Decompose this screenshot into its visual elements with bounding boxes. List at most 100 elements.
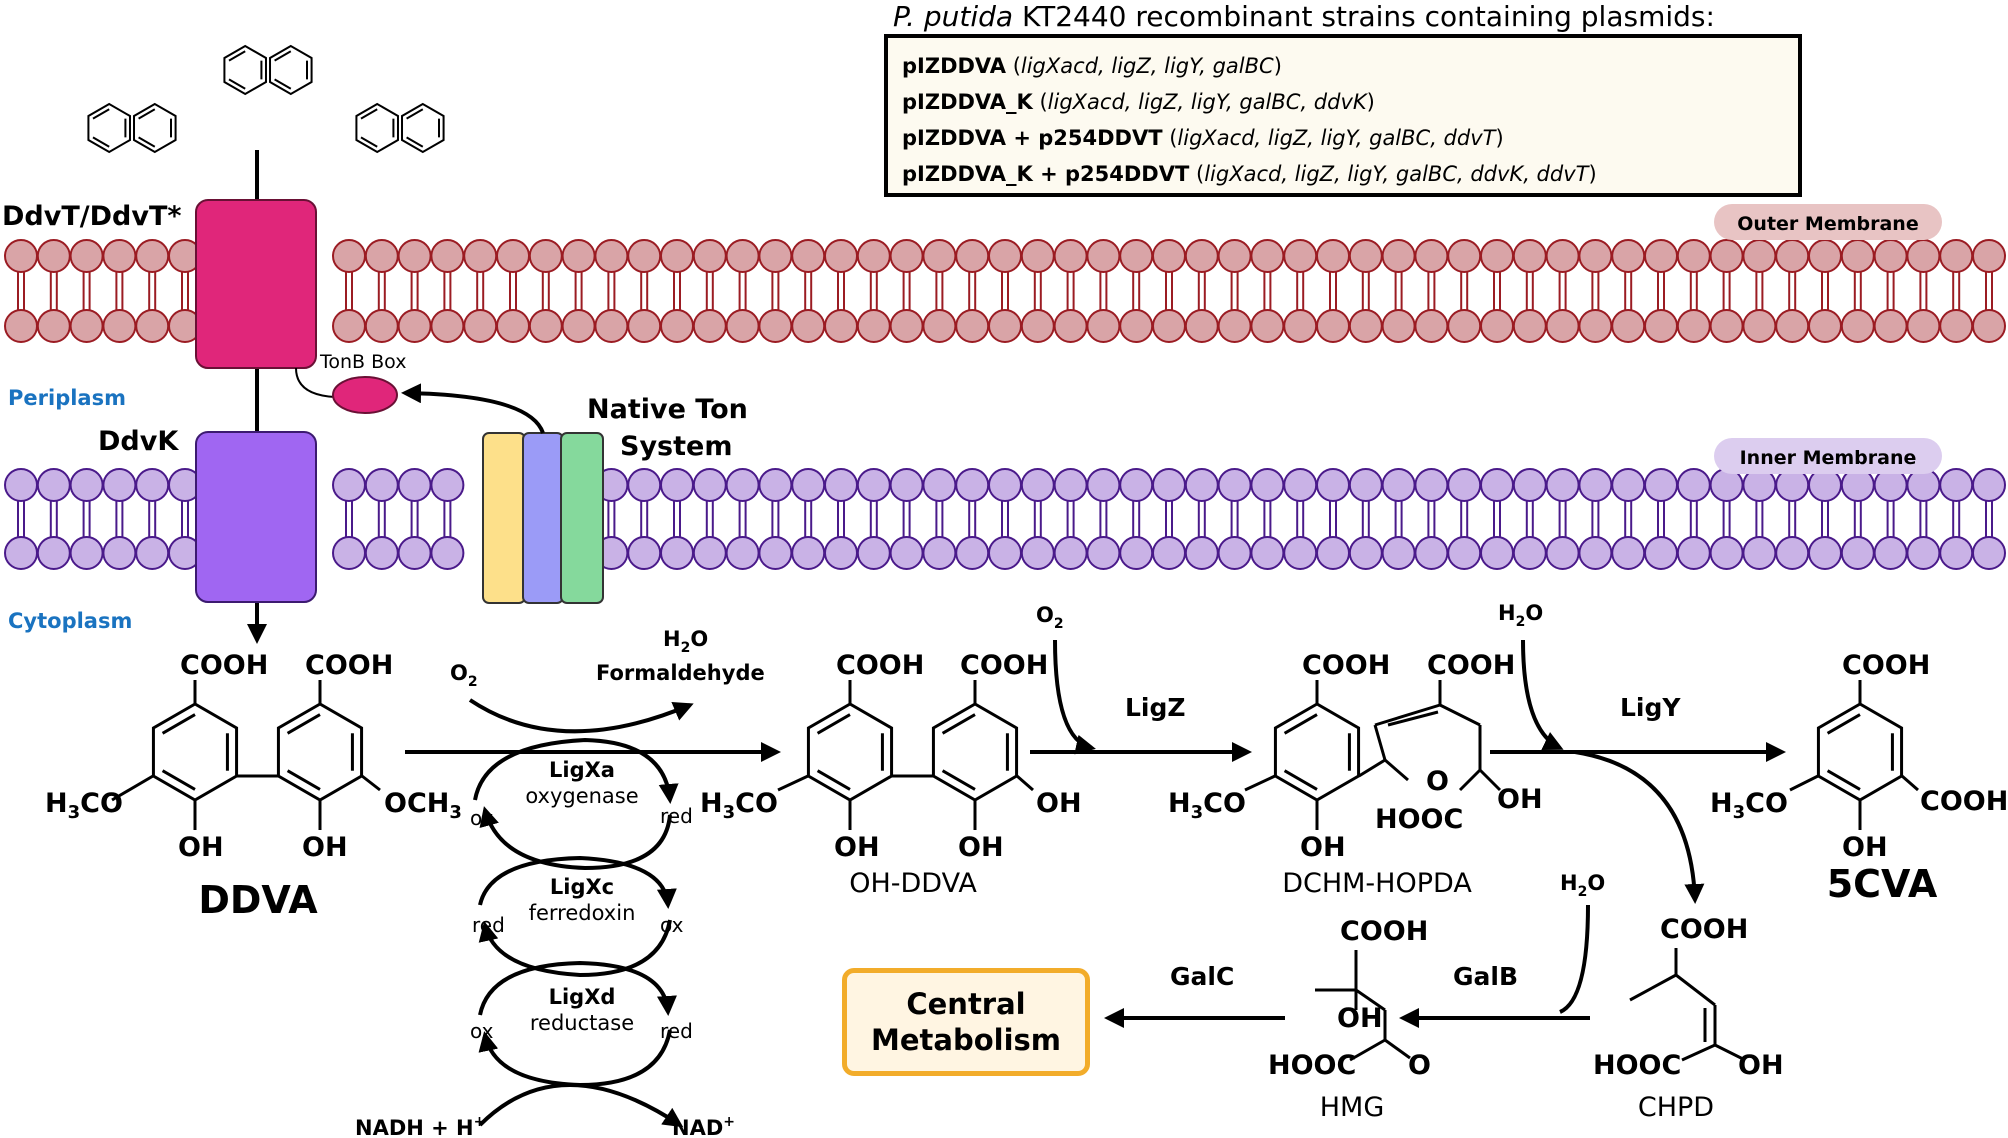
- lipid-head: [955, 468, 990, 502]
- inner-membrane-pill: [1714, 438, 1942, 474]
- lipid-head: [102, 239, 137, 273]
- ligxc-role: ferredoxin: [529, 901, 636, 925]
- lipid-head: [1578, 536, 1613, 570]
- lipid-head: [1447, 309, 1482, 343]
- ohddva-cooh-2: COOH: [960, 650, 1048, 681]
- lipid-head: [856, 468, 891, 502]
- bond: [1384, 758, 1409, 782]
- legend-genes: ligXacd, ligZ, ligY, galBC: [1020, 54, 1274, 78]
- lipid-head: [1414, 468, 1449, 502]
- lipid-head: [889, 239, 924, 273]
- lipid-head: [791, 468, 826, 502]
- lipid-head: [1972, 536, 2006, 570]
- lipid-head: [1873, 309, 1908, 343]
- ohddva-cooh-1: COOH: [836, 650, 924, 681]
- lipid-head: [1184, 239, 1219, 273]
- lipid-head: [4, 536, 38, 570]
- double-bond: [360, 136, 378, 148]
- outer-membrane-label: Outer Membrane: [1737, 213, 1918, 235]
- lipid-head: [692, 536, 727, 570]
- lipid-head: [1742, 536, 1777, 570]
- lipid-head: [1742, 239, 1777, 273]
- lipid-head: [1512, 309, 1547, 343]
- chpd-hooc: HOOC: [1593, 1050, 1681, 1081]
- lipid-head: [135, 309, 170, 343]
- bond: [1439, 703, 1481, 727]
- lipid-head: [1316, 309, 1350, 343]
- nadh-label: NADH + H+: [355, 1114, 485, 1138]
- double-bond: [274, 78, 292, 90]
- lipid-head: [922, 239, 957, 273]
- lipid-head: [528, 309, 563, 343]
- lipid-head: [692, 239, 727, 273]
- dchm-hooc: HOOC: [1375, 804, 1463, 835]
- lipid-head: [69, 536, 104, 570]
- lipid-head: [1545, 239, 1580, 273]
- arrow-o2-ligz: [1053, 639, 1096, 755]
- double-bond: [161, 713, 196, 735]
- lipid-head: [988, 536, 1022, 570]
- lipid-head: [791, 309, 826, 343]
- lipid-head: [594, 239, 629, 273]
- lipid-head: [1873, 536, 1908, 570]
- lipid-head: [1381, 309, 1416, 343]
- dchm-oh: OH: [1300, 832, 1346, 863]
- lipid-head: [1316, 239, 1350, 273]
- dchm-o: O: [1426, 766, 1449, 797]
- lipid-head: [1217, 309, 1252, 343]
- double-bond: [360, 108, 378, 120]
- redox-arc: [478, 1029, 672, 1088]
- lipid-head: [1348, 536, 1383, 570]
- lipid-head: [824, 239, 858, 273]
- lipid-head: [692, 309, 727, 343]
- lipid-head: [791, 239, 826, 273]
- lipid-head: [594, 309, 629, 343]
- lipid-head: [758, 536, 793, 570]
- ohddva-name: OH-DDVA: [849, 868, 977, 899]
- lipid-head: [36, 239, 71, 273]
- bond: [1458, 768, 1482, 792]
- h2o-label-3: H2O: [1560, 871, 1605, 900]
- ohddva-h3co: H3CO: [700, 788, 778, 823]
- pathway-arrows: [405, 639, 1786, 1028]
- lipid-head: [627, 239, 662, 273]
- lipid-head: [332, 536, 366, 570]
- redox-ox-1: ox: [470, 806, 494, 830]
- lipid-head: [1939, 309, 1974, 343]
- lipid-head: [660, 239, 694, 273]
- lipid-head: [69, 468, 104, 502]
- lipid-head: [988, 309, 1022, 343]
- lipid-head: [1250, 239, 1285, 273]
- ddva-och3: OCH3: [384, 788, 462, 823]
- lipid-head: [1053, 239, 1088, 273]
- lipid-head: [1578, 309, 1613, 343]
- lipid-head: [4, 239, 38, 273]
- lipid-head: [627, 536, 662, 570]
- o2-label-1: O2: [450, 661, 478, 690]
- lipid-head: [1152, 239, 1186, 273]
- benzene-ring: [355, 102, 399, 154]
- lipid-head: [1775, 239, 1810, 273]
- lipid-head: [364, 536, 399, 570]
- lipid-head: [922, 309, 957, 343]
- lipid-head: [1348, 309, 1383, 343]
- lipid-head: [332, 309, 366, 343]
- lipid-head: [1348, 468, 1383, 502]
- double-bond: [406, 136, 424, 148]
- ton-to-tonb-arrow: [401, 383, 545, 434]
- lipid-head: [1020, 536, 1055, 570]
- lipid-head: [430, 468, 465, 502]
- lipid-head: [1184, 536, 1219, 570]
- bond: [1387, 710, 1439, 727]
- lipid-head: [660, 309, 694, 343]
- ton-subunit-yellow: [482, 432, 526, 604]
- lipid-head: [1020, 468, 1055, 502]
- lipid-head: [627, 468, 662, 502]
- lipid-head: [1020, 309, 1055, 343]
- lipid-head: [528, 239, 563, 273]
- benzene-ring: [931, 702, 1019, 802]
- lipid-head: [1808, 239, 1842, 273]
- ligz-label: LigZ: [1125, 693, 1186, 722]
- tonb-box: [332, 376, 398, 414]
- lipid-head: [1644, 309, 1678, 343]
